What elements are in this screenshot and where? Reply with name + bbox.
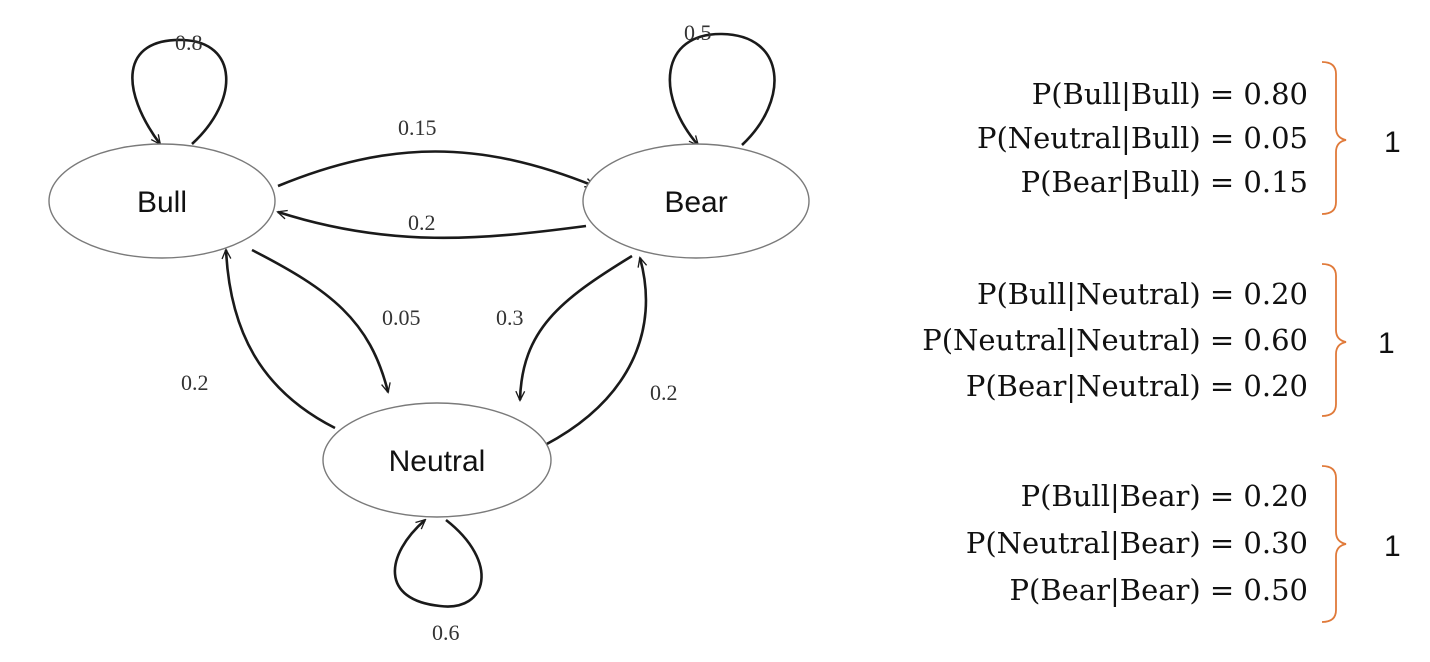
label-bear-to-bull: 0.2 [408, 210, 436, 235]
equation-group-bear: P(Bull|Bear) = 0.20 P(Neutral|Bear) = 0.… [966, 465, 1401, 623]
label-bear-to-neutral: 0.3 [496, 305, 524, 330]
brace-bear [1321, 465, 1347, 623]
edge-bull-self-loop [131, 38, 228, 144]
equation-group-bull: P(Bull|Bull) = 0.80 P(Neutral|Bull) = 0.… [977, 61, 1401, 215]
equation-line: P(Bear|Bear) = 0.50 [1010, 573, 1308, 607]
label-neutral-to-bear: 0.2 [650, 380, 678, 405]
label-neutral-self: 0.6 [432, 620, 460, 645]
sum-label-neutral: 1 [1378, 327, 1395, 360]
edge-bull-to-neutral [251, 248, 388, 392]
label-bull-to-bear: 0.15 [398, 115, 437, 140]
state-bear-ellipse [582, 143, 810, 259]
sum-label-bull: 1 [1384, 126, 1401, 159]
state-bull-ellipse [48, 143, 276, 259]
edge-bear-to-neutral [520, 254, 633, 400]
label-neutral-to-bull: 0.2 [181, 370, 209, 395]
state-bear: Bear [582, 143, 810, 259]
sum-label-bear: 1 [1384, 530, 1401, 563]
label-bull-to-neutral: 0.05 [382, 305, 421, 330]
state-bear-label: Bear [664, 186, 727, 219]
state-neutral-label: Neutral [389, 445, 486, 478]
equation-line: P(Bull|Bear) = 0.20 [1021, 479, 1308, 513]
equation-line: P(Bear|Bull) = 0.15 [1021, 165, 1308, 199]
brace-neutral [1321, 263, 1347, 417]
equation-group-neutral: P(Bull|Neutral) = 0.20 P(Neutral|Neutral… [922, 263, 1395, 417]
state-bull-label: Bull [137, 186, 187, 219]
edge-neutral-to-bull [226, 250, 336, 430]
equation-line: P(Neutral|Bear) = 0.30 [966, 526, 1308, 560]
edge-bull-to-bear [277, 150, 594, 187]
equation-line: P(Neutral|Bull) = 0.05 [977, 121, 1308, 155]
edge-bear-self-loop [668, 32, 776, 145]
edge-neutral-to-bear [544, 258, 648, 447]
state-neutral-ellipse [322, 402, 552, 518]
equation-line: P(Bear|Neutral) = 0.20 [966, 369, 1308, 403]
state-bull: Bull [48, 143, 276, 259]
label-bear-self: 0.5 [684, 20, 712, 45]
label-bull-self: 0.8 [175, 30, 203, 55]
equation-line: P(Bull|Bull) = 0.80 [1032, 77, 1308, 111]
state-neutral: Neutral [322, 402, 552, 518]
equation-line: P(Bull|Neutral) = 0.20 [977, 277, 1308, 311]
brace-bull [1321, 61, 1347, 215]
edge-neutral-self-loop [393, 520, 483, 608]
edge-bear-to-bull [278, 212, 587, 240]
equation-line: P(Neutral|Neutral) = 0.60 [922, 323, 1308, 357]
